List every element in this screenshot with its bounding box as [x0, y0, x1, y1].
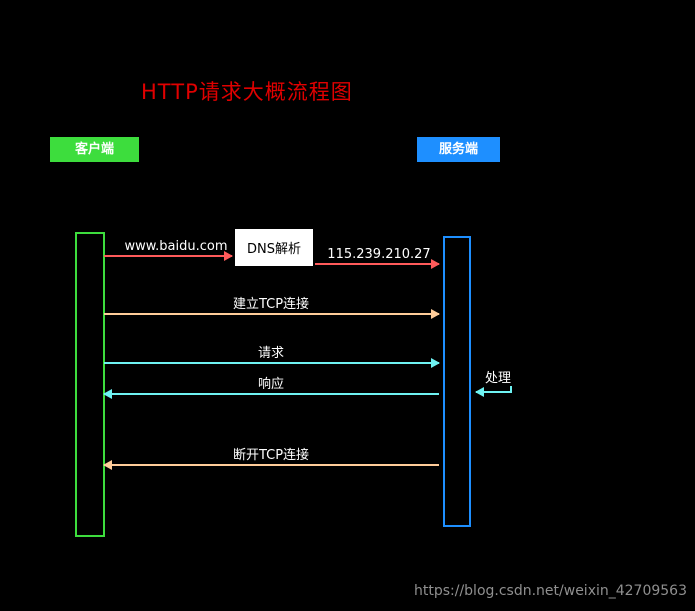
- arrowhead-left-icon: [103, 460, 112, 470]
- response-arrow: [103, 389, 439, 399]
- arrowhead-left-icon: [103, 389, 112, 399]
- process-label: 处理: [483, 371, 514, 386]
- tcp-close-label: 断开TCP连接: [232, 448, 310, 463]
- dns-result-label: 115.239.210.27: [327, 247, 431, 262]
- client-lifeline: [75, 232, 105, 537]
- arrowhead-right-icon: [431, 309, 440, 319]
- arrowhead-right-icon: [431, 259, 440, 269]
- watermark-url: https://blog.csdn.net/weixin_42709563: [413, 583, 687, 599]
- arrowhead-right-icon: [431, 358, 440, 368]
- tcp-connect-label: 建立TCP连接: [232, 297, 310, 312]
- dns-resolver-box: DNS解析: [235, 229, 313, 266]
- dns-result-arrow: [315, 259, 440, 269]
- arrowhead-left-icon: [475, 387, 484, 397]
- dns-query-arrow: [104, 251, 233, 261]
- dns-query-label: www.baidu.com: [124, 239, 228, 254]
- diagram-title: HTTP请求大概流程图: [141, 80, 353, 104]
- client-actor-box: 客户端: [50, 137, 139, 162]
- process-arrow: [475, 387, 512, 397]
- server-lifeline: [443, 236, 471, 527]
- server-actor-box: 服务端: [417, 137, 500, 162]
- request-label: 请求: [257, 346, 285, 361]
- request-arrow: [104, 358, 440, 368]
- tcp-close-arrow: [103, 460, 439, 470]
- response-label: 响应: [257, 377, 285, 392]
- arrowhead-right-icon: [224, 251, 233, 261]
- tcp-connect-arrow: [104, 309, 440, 319]
